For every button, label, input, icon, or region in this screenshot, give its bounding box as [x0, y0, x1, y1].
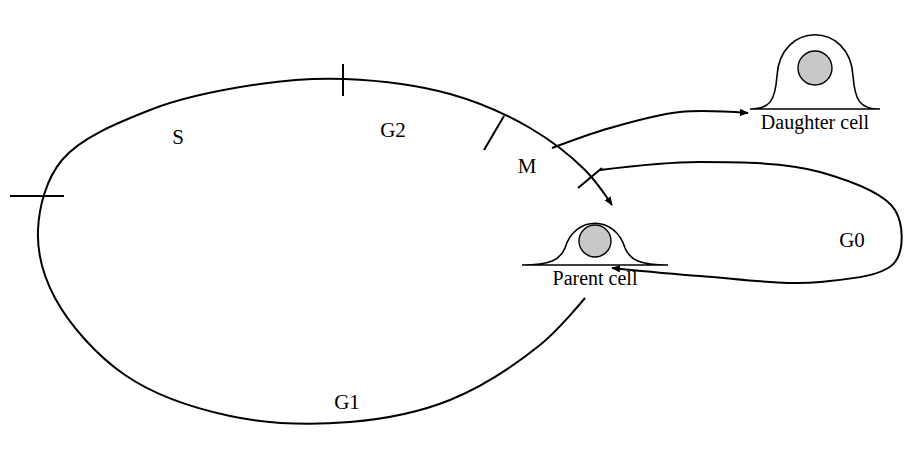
phase-label: G0: [839, 230, 865, 251]
nucleus: [579, 225, 611, 257]
phase-tick: [342, 64, 344, 96]
phase-tick: [10, 195, 64, 197]
cell-outline: [745, 16, 885, 111]
phase-label: S: [172, 127, 184, 148]
cell-node: Daughter cell: [741, 16, 889, 133]
nucleus: [798, 51, 832, 85]
cycle-arc: [38, 79, 612, 424]
cell-outline: [520, 207, 670, 267]
cell-label: Daughter cell: [741, 111, 889, 133]
phase-label: G1: [334, 392, 360, 413]
phase-label: M: [518, 156, 537, 177]
phase-tick: [578, 168, 602, 188]
division-arrow: [552, 111, 748, 148]
phase-tick: [484, 116, 504, 150]
cell-node: Parent cell: [516, 207, 674, 289]
cell-label: Parent cell: [516, 267, 674, 289]
phase-label: G2: [380, 120, 406, 141]
